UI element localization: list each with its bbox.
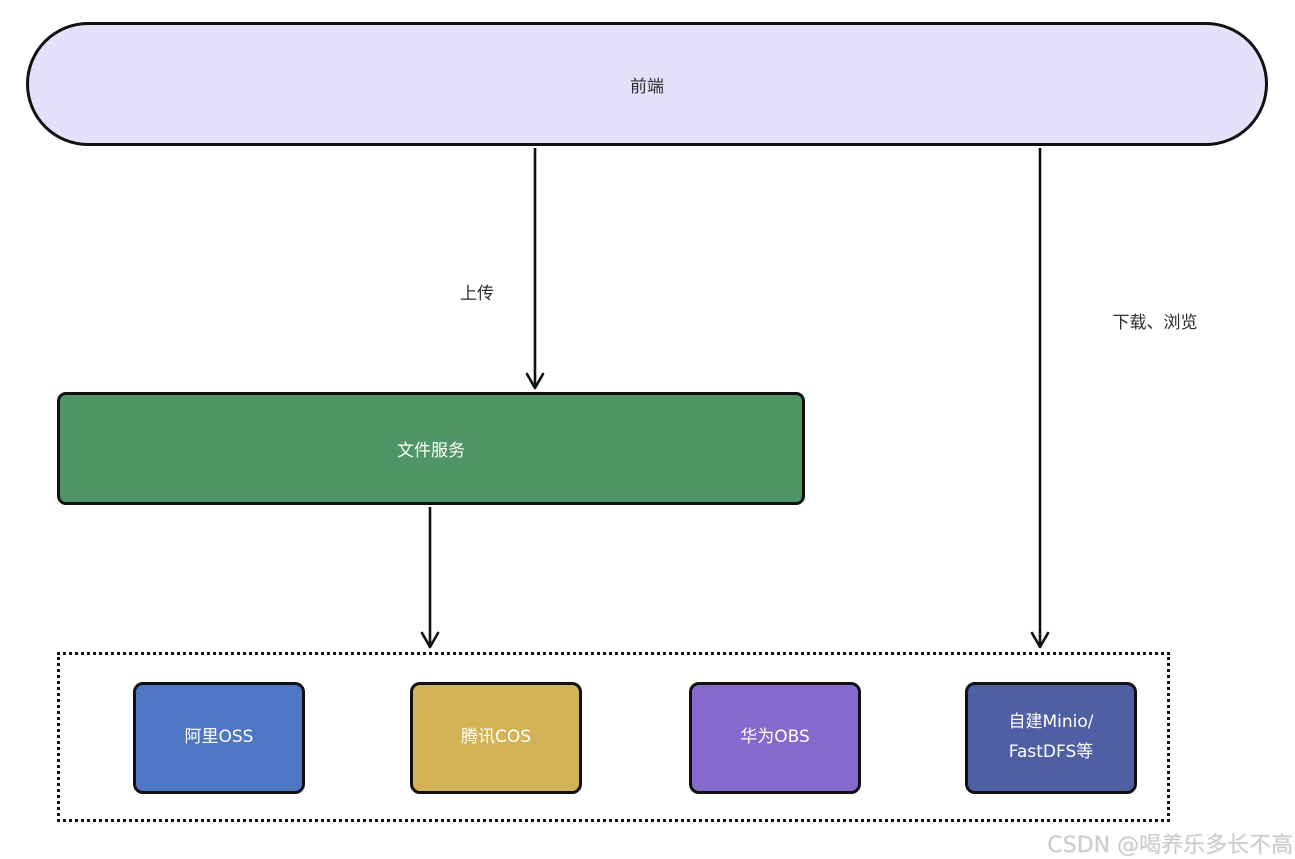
upload-edge-label: 上传 <box>460 284 494 304</box>
storage-box-huawei-obs: 华为OBS <box>689 682 861 794</box>
file-service-node-label: 文件服务 <box>397 441 465 461</box>
frontend-node: 前端 <box>26 22 1268 146</box>
download-browse-edge-label: 下载、浏览 <box>1112 313 1198 333</box>
storage-box-self-hosted-minio-fastdfs: 自建Minio/ FastDFS等 <box>965 682 1137 794</box>
csdn-watermark: CSDN @喝养乐多长不高 <box>1047 833 1293 858</box>
storage-box-label-line-1: 自建Minio/ <box>1008 712 1094 733</box>
storage-box-tencent-cos: 腾讯COS <box>410 682 582 794</box>
storage-box-label: 阿里OSS <box>184 727 254 748</box>
frontend-node-label: 前端 <box>630 76 664 97</box>
storage-group-container <box>57 652 1170 822</box>
storage-box-aliyun-oss: 阿里OSS <box>133 682 305 794</box>
storage-box-label: 腾讯COS <box>460 727 532 748</box>
storage-box-label-line-2: FastDFS等 <box>1008 742 1094 762</box>
storage-box-label: 华为OBS <box>740 727 810 748</box>
file-service-node: 文件服务 <box>57 392 805 505</box>
